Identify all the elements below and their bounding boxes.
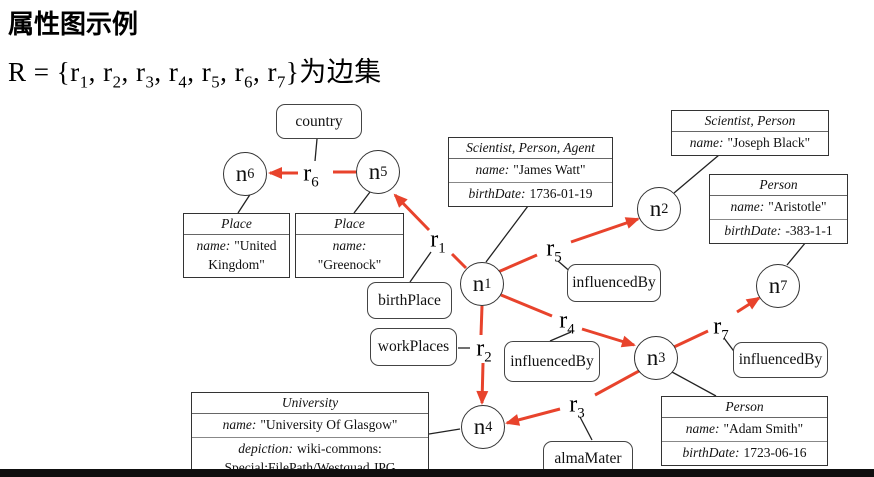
property-box-university: University name:"University Of Glasgow" … bbox=[191, 392, 429, 477]
node-types: University bbox=[192, 393, 428, 414]
property-box-joseph-black: Scientist, Person name:"Joseph Black" bbox=[671, 110, 829, 156]
node-types: Scientist, Person, Agent bbox=[449, 138, 612, 159]
node-types: Scientist, Person bbox=[672, 111, 828, 132]
property-name: name:"University Of Glasgow" bbox=[222, 417, 398, 432]
edge-label-r7: r7 bbox=[713, 313, 729, 344]
edge-r3-arrow bbox=[505, 407, 561, 426]
node-types: Place bbox=[296, 214, 403, 235]
edge-r7-line bbox=[673, 329, 709, 349]
property-box-james-watt: Scientist, Person, Agent name:"James Wat… bbox=[448, 137, 613, 207]
edge-r5-arrow bbox=[570, 217, 640, 244]
video-letterbox-bar bbox=[0, 469, 874, 477]
edge-r1-line bbox=[450, 252, 468, 270]
edge-name-influencedby-r4: influencedBy bbox=[504, 341, 600, 382]
node-types: Place bbox=[184, 214, 289, 235]
slide-title: 属性图示例 bbox=[8, 9, 139, 39]
edge-r2-arrow bbox=[476, 362, 489, 405]
edge-label-r1: r1 bbox=[430, 226, 446, 257]
edge-name-country: country bbox=[276, 104, 362, 139]
property-name: name:"United Kingdom" bbox=[196, 238, 277, 272]
property-name: name:"Greenock" bbox=[317, 238, 382, 272]
property-name: name:"Adam Smith" bbox=[685, 421, 804, 436]
graph-edge-arrows bbox=[268, 167, 761, 426]
edge-r4-line bbox=[500, 293, 553, 318]
property-box-united-kingdom: Place name:"United Kingdom" bbox=[183, 213, 290, 278]
edge-name-birthplace: birthPlace bbox=[367, 282, 452, 319]
edge-label-r6: r6 bbox=[303, 160, 319, 191]
edge-r5-line bbox=[497, 253, 538, 274]
node-types: Person bbox=[710, 175, 847, 196]
edge-label-r2: r2 bbox=[476, 335, 492, 366]
property-name: name:"Aristotle" bbox=[730, 199, 827, 214]
edge-set-formula: R = {r1, r2, r3, r4, r5, r6, r7}为边集 bbox=[8, 57, 382, 92]
property-birthdate: birthDate:1736-01-19 bbox=[449, 181, 612, 206]
property-box-greenock: Place name:"Greenock" bbox=[295, 213, 404, 278]
edge-name-workplaces: workPlaces bbox=[370, 328, 457, 366]
property-birthdate: birthDate:1723-06-16 bbox=[662, 440, 827, 465]
edge-label-r4: r4 bbox=[559, 307, 575, 338]
edge-r7-arrow bbox=[736, 296, 761, 314]
edge-label-r5: r5 bbox=[546, 235, 562, 266]
edge-label-r3: r3 bbox=[569, 391, 585, 422]
edge-r2-line bbox=[479, 305, 484, 336]
node-types: Person bbox=[662, 397, 827, 418]
edge-name-influencedby-r5: influencedBy bbox=[567, 264, 661, 302]
property-box-aristotle: Person name:"Aristotle" birthDate:-383-1… bbox=[709, 174, 848, 244]
property-birthdate: birthDate:-383-1-1 bbox=[710, 218, 847, 243]
property-box-adam-smith: Person name:"Adam Smith" birthDate:1723-… bbox=[661, 396, 828, 466]
edge-r3-line bbox=[594, 369, 640, 397]
property-name: name:"Joseph Black" bbox=[689, 135, 811, 150]
edge-r1-arrow bbox=[393, 193, 431, 232]
property-name: name:"James Watt" bbox=[475, 162, 586, 177]
edge-name-influencedby-r7: influencedBy bbox=[733, 342, 828, 378]
edge-r4-arrow bbox=[581, 327, 636, 348]
